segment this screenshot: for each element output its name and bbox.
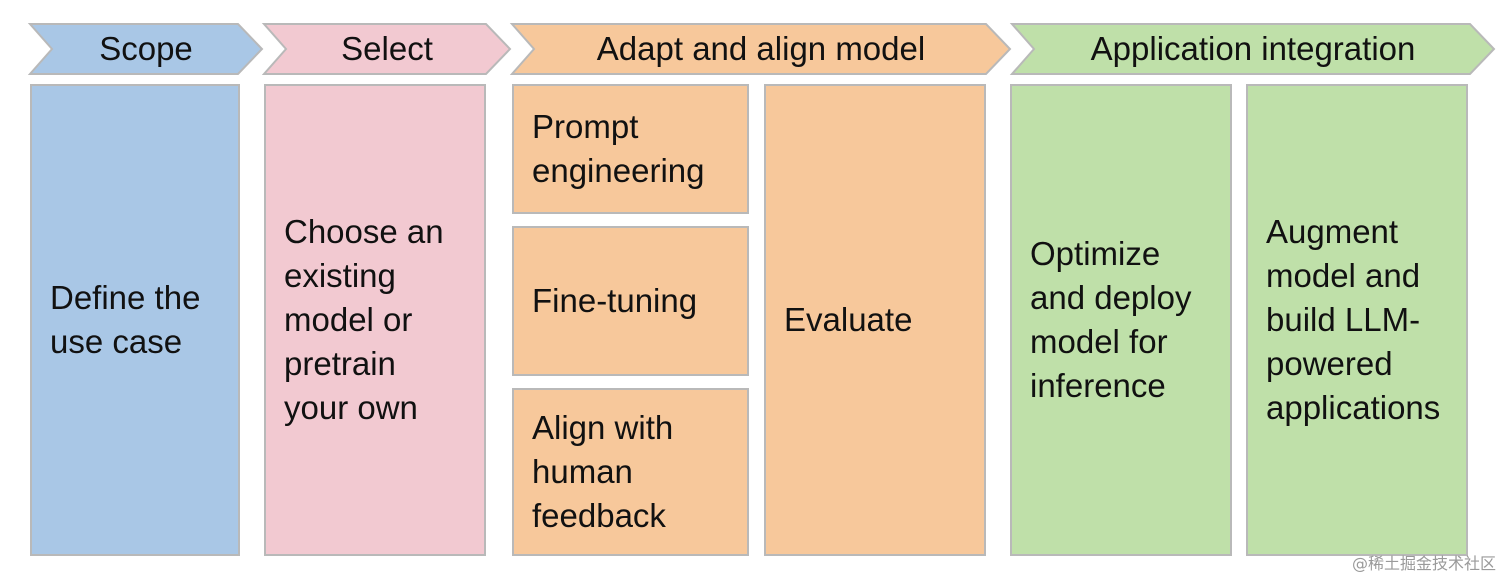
augment-model-text: Augment model and build LLM- powered app… [1266, 213, 1441, 426]
phase-scope-label: Scope [99, 30, 193, 67]
evaluate-box: Evaluate [764, 84, 986, 556]
chevron-shape [261, 23, 512, 75]
prompt-engineering-box: Prompt engineering [512, 84, 749, 214]
phase-scope-chevron: Scope [27, 23, 264, 75]
fine-tuning-box: Fine-tuning [512, 226, 749, 376]
choose-model-box: Choose an existing model or pretrain you… [264, 84, 486, 556]
optimize-deploy-box: Optimize and deploy model for inference [1010, 84, 1232, 556]
optimize-deploy-text: Optimize and deploy model for inference [1030, 235, 1192, 404]
phase-select-chevron: Select [261, 23, 512, 75]
align-human-feedback-text: Align with human feedback [532, 409, 674, 534]
phase-integration-chevron: Application integration [1009, 23, 1496, 75]
phase-adapt-label: Adapt and align model [596, 30, 926, 67]
chevron-shape [1009, 23, 1496, 75]
align-human-feedback-box: Align with human feedback [512, 388, 749, 556]
evaluate-text: Evaluate [784, 301, 913, 338]
phase-integration-label: Application integration [1090, 30, 1416, 67]
prompt-engineering-text: Prompt engineering [532, 108, 705, 189]
fine-tuning-text: Fine-tuning [532, 282, 698, 319]
define-use-case-box: Define the use case [30, 84, 240, 556]
watermark: @稀土掘金技术社区 [1351, 554, 1496, 573]
phase-select-label: Select [341, 30, 433, 67]
phase-adapt-chevron: Adapt and align model [509, 23, 1012, 75]
define-use-case-text: Define the use case [50, 279, 201, 360]
chevron-shape [509, 23, 1012, 75]
chevron-shape [27, 23, 264, 75]
augment-model-box: Augment model and build LLM- powered app… [1246, 84, 1468, 556]
choose-model-text: Choose an existing model or pretrain you… [284, 213, 444, 426]
